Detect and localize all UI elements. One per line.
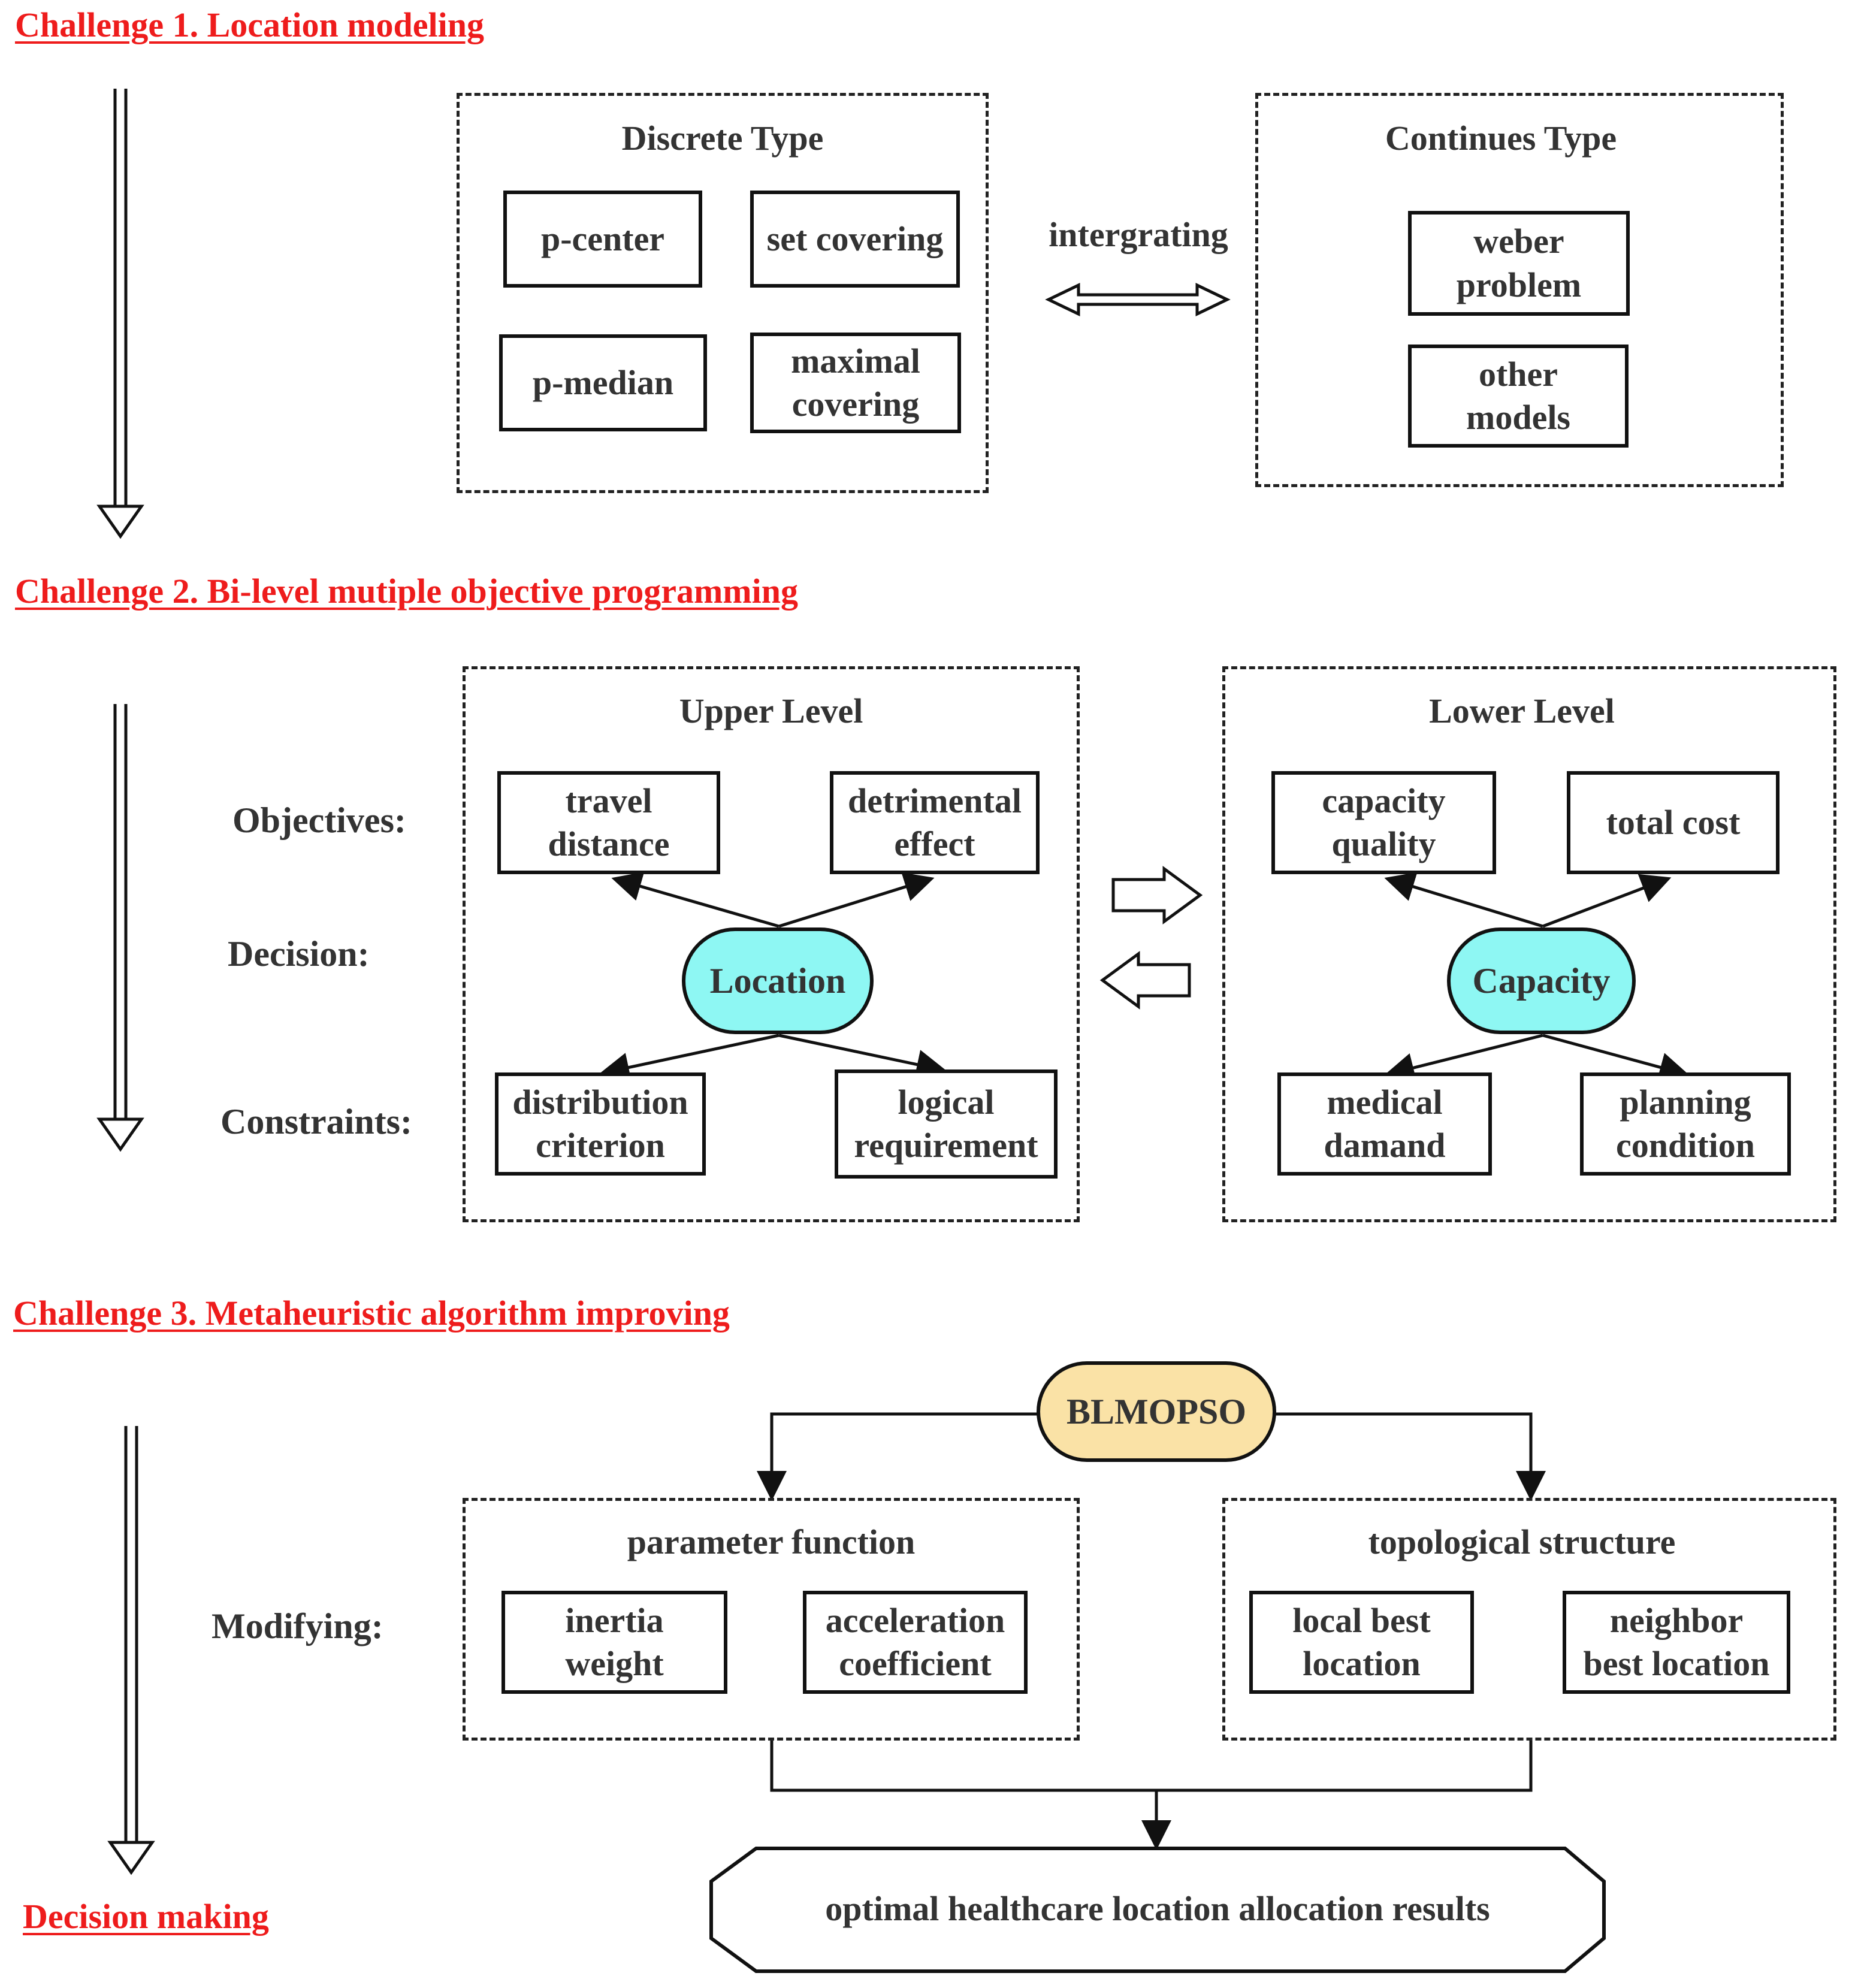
travel-distance-box: travel distance — [497, 771, 720, 874]
location-decision-node: Location — [682, 927, 874, 1034]
set-covering-box: set covering — [750, 191, 960, 288]
lower-to-upper-arrow — [1099, 951, 1191, 1010]
detrimental-effect-box: detrimental effect — [830, 771, 1040, 874]
acceleration-coefficient-box: acceleration coefficient — [803, 1591, 1028, 1694]
discrete-type-title: Discrete Type — [621, 119, 824, 158]
distribution-criterion-box: distribution criterion — [495, 1072, 706, 1176]
upper-level-title: Upper Level — [679, 691, 863, 730]
modifying-row-label: Modifying: — [212, 1606, 383, 1646]
medical-damand-box: medical damand — [1277, 1072, 1492, 1176]
parameter-function-title: parameter function — [627, 1522, 916, 1561]
challenge-2-heading: Challenge 2. Bi-level mutiple objective … — [15, 572, 798, 611]
challenge-3-heading: Challenge 3. Metaheuristic algorithm imp… — [13, 1294, 730, 1333]
objectives-row-label: Objectives: — [232, 800, 406, 840]
blmopso-node: BLMOPSO — [1037, 1361, 1276, 1462]
integrating-double-arrow — [1045, 283, 1231, 316]
merge-to-result — [770, 1741, 1533, 1850]
planning-condition-box: planning condition — [1580, 1072, 1791, 1176]
total-cost-box: total cost — [1567, 771, 1780, 874]
neighbor-best-location-box: neighbor best location — [1563, 1591, 1790, 1694]
capacity-decision-node: Capacity — [1447, 927, 1636, 1034]
inertia-weight-box: inertia weight — [501, 1591, 727, 1694]
continuous-type-group — [1255, 93, 1784, 487]
integrating-label: intergrating — [1049, 215, 1228, 254]
maximal-covering-box: maximal covering — [750, 333, 961, 433]
progress-arrow-3 — [107, 1426, 155, 1875]
lower-level-group — [1222, 666, 1836, 1222]
local-best-location-box: local best location — [1249, 1591, 1474, 1694]
logical-requirement-box: logical requirement — [835, 1069, 1058, 1179]
decision-row-label: Decision: — [228, 934, 370, 974]
upper-level-links — [599, 872, 947, 1083]
constraints-row-label: Constraints: — [220, 1102, 413, 1141]
discrete-type-group — [457, 93, 989, 493]
other-models-box: other models — [1408, 345, 1629, 448]
progress-arrow-2 — [96, 704, 144, 1152]
challenge-1-heading: Challenge 1. Location modeling — [15, 5, 485, 44]
topological-structure-title: topological structure — [1368, 1522, 1676, 1561]
topological-structure-group — [1222, 1498, 1836, 1741]
p-center-box: p-center — [503, 191, 702, 288]
p-median-box: p-median — [499, 334, 707, 431]
capacity-quality-box: capacity quality — [1271, 771, 1496, 874]
continuous-type-title: Continues Type — [1385, 119, 1617, 158]
upper-level-group — [463, 666, 1080, 1222]
lower-level-title: Lower Level — [1429, 691, 1615, 730]
progress-arrow-1 — [96, 89, 144, 539]
result-label: optimal healthcare location allocation r… — [825, 1889, 1490, 1928]
decision-making-heading: Decision making — [23, 1897, 269, 1936]
parameter-function-group — [463, 1498, 1080, 1741]
result-octagon-shape — [709, 1847, 1606, 1973]
upper-to-lower-arrow — [1111, 866, 1203, 924]
blmopso-branches — [757, 1412, 1546, 1501]
weber-problem-box: weber problem — [1408, 211, 1630, 316]
lower-level-links — [1384, 872, 1690, 1083]
